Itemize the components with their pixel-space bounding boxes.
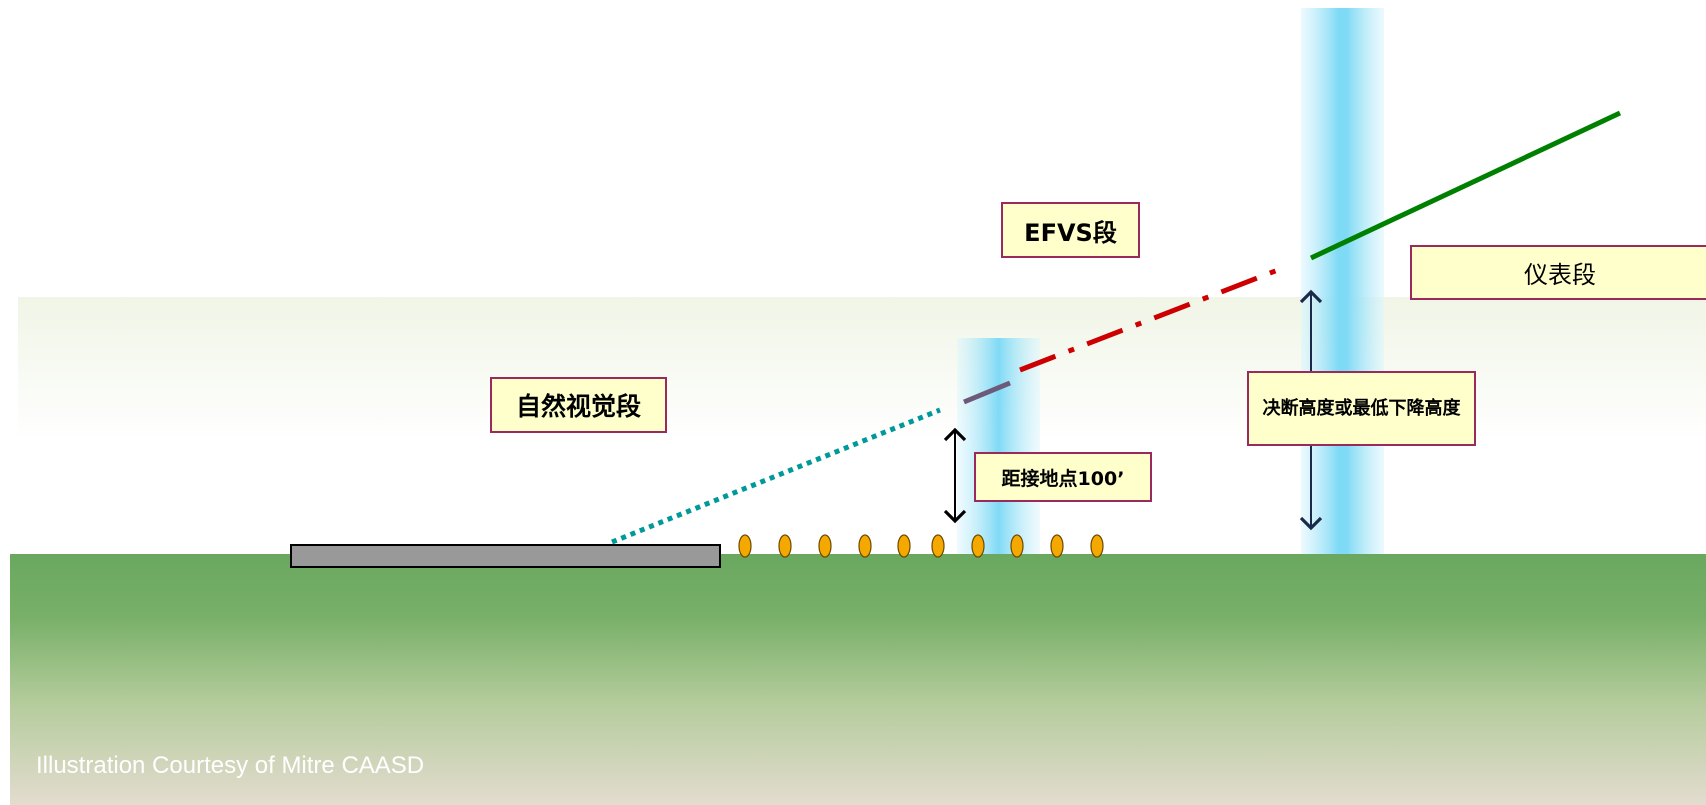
natural-vision-segment-label: 自然视觉段 bbox=[490, 377, 667, 433]
approach-lights bbox=[738, 534, 1104, 558]
efvs-100ft-light-beam bbox=[957, 338, 1040, 558]
runway bbox=[290, 544, 721, 568]
efvs-segment-label: EFVS段 bbox=[1001, 202, 1140, 258]
decision-height-label: 决断高度或最低下降高度 bbox=[1247, 371, 1476, 446]
efvs-path bbox=[1019, 265, 1284, 373]
instrument-segment-label: 仪表段 bbox=[1410, 245, 1706, 300]
decision-height-light-beam bbox=[1301, 8, 1384, 558]
touchdown-100ft-label: 距接地点100’ bbox=[974, 452, 1152, 502]
illustration-credit: Illustration Courtesy of Mitre CAASD bbox=[36, 752, 425, 779]
efvs-transition-path bbox=[963, 380, 1011, 405]
instrument-path bbox=[1309, 110, 1622, 261]
ground bbox=[10, 554, 1706, 805]
natural-vision-path bbox=[611, 407, 941, 545]
